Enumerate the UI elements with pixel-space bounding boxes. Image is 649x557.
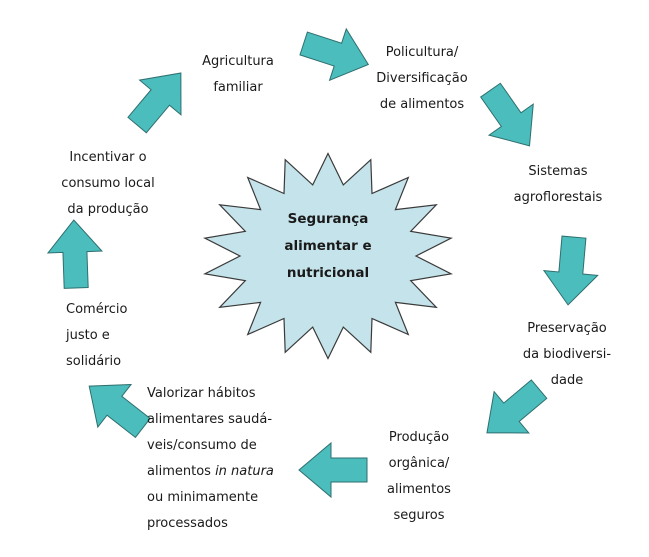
node-text-line: da biodiversi- [522,347,612,362]
node-text-line: Incentivar o [69,150,147,165]
node-incentivar-consumo: Incentivar o consumo local da produção [58,145,158,223]
node-text-line: Valorizar hábitos [147,386,256,401]
arrow-producao-to-valorizar [298,441,368,499]
node-text-fragment: alimentos [147,464,211,479]
node-text-line: familiar [213,80,263,95]
node-text-line: Sistemas [528,164,588,179]
node-text-line: solidário [66,354,122,369]
node-text-line: processados [147,516,228,531]
node-preservacao-biodiversidade: Preservação da biodiversi- dade [515,316,619,394]
center-label-line: nutricional [286,265,370,281]
arrow-preservacao-to-producao [486,379,548,434]
node-comercio-justo: Comércio justo e solidário [66,297,146,375]
node-text-line: Produção [388,430,450,445]
node-text-line: Diversificação [376,71,468,86]
center-star-shape [203,152,453,360]
node-valorizar-habitos: Valorizar hábitos alimentares saudá- vei… [147,381,287,537]
arrow-incentivar-to-agricultura [127,72,182,134]
arrow-valorizar-to-comercio [88,383,151,439]
arrow-sistemas-to-preservacao [542,235,599,306]
node-text-line: seguros [393,508,445,523]
arrow-comercio-to-incentivar [46,219,104,289]
arrow-agricultura-to-policultura [299,27,370,82]
node-text-line: consumo local [61,176,155,191]
node-policultura: Policultura/ Diversificação de alimentos [372,40,472,118]
center-label: Segurança alimentar e nutricional [268,206,388,287]
node-text-line: Comércio [66,302,128,317]
node-text-line: justo e [66,328,110,343]
node-text-italic: in natura [215,464,274,479]
arrow-policultura-to-sistemas [479,82,534,147]
node-text-line: orgânica/ [388,456,450,471]
node-text-line: agroflorestais [513,190,603,205]
node-text-line: de alimentos [379,97,465,112]
node-text-line-mixed: alimentos in natura [147,459,287,485]
node-text-line: da produção [67,202,149,217]
cycle-arrows [46,27,599,499]
node-text-line: dade [550,373,584,388]
node-sistemas-agroflorestais: Sistemas agroflorestais [508,159,608,211]
node-text-line: ou minimamente [147,490,259,505]
node-text-line: Preservação [527,321,607,336]
node-text-line: Agricultura [202,54,274,69]
node-producao-organica: Produção orgânica/ alimentos seguros [379,425,459,529]
node-text-line: alimentos [387,482,451,497]
center-label-line: alimentar e [284,238,372,254]
node-text-line: alimentares saudá- [147,412,273,427]
node-agricultura-familiar: Agricultura familiar [196,49,280,101]
node-text-line: Policultura/ [385,45,459,60]
center-label-line: Segurança [287,211,369,227]
node-text-line: veis/consumo de [147,438,257,453]
